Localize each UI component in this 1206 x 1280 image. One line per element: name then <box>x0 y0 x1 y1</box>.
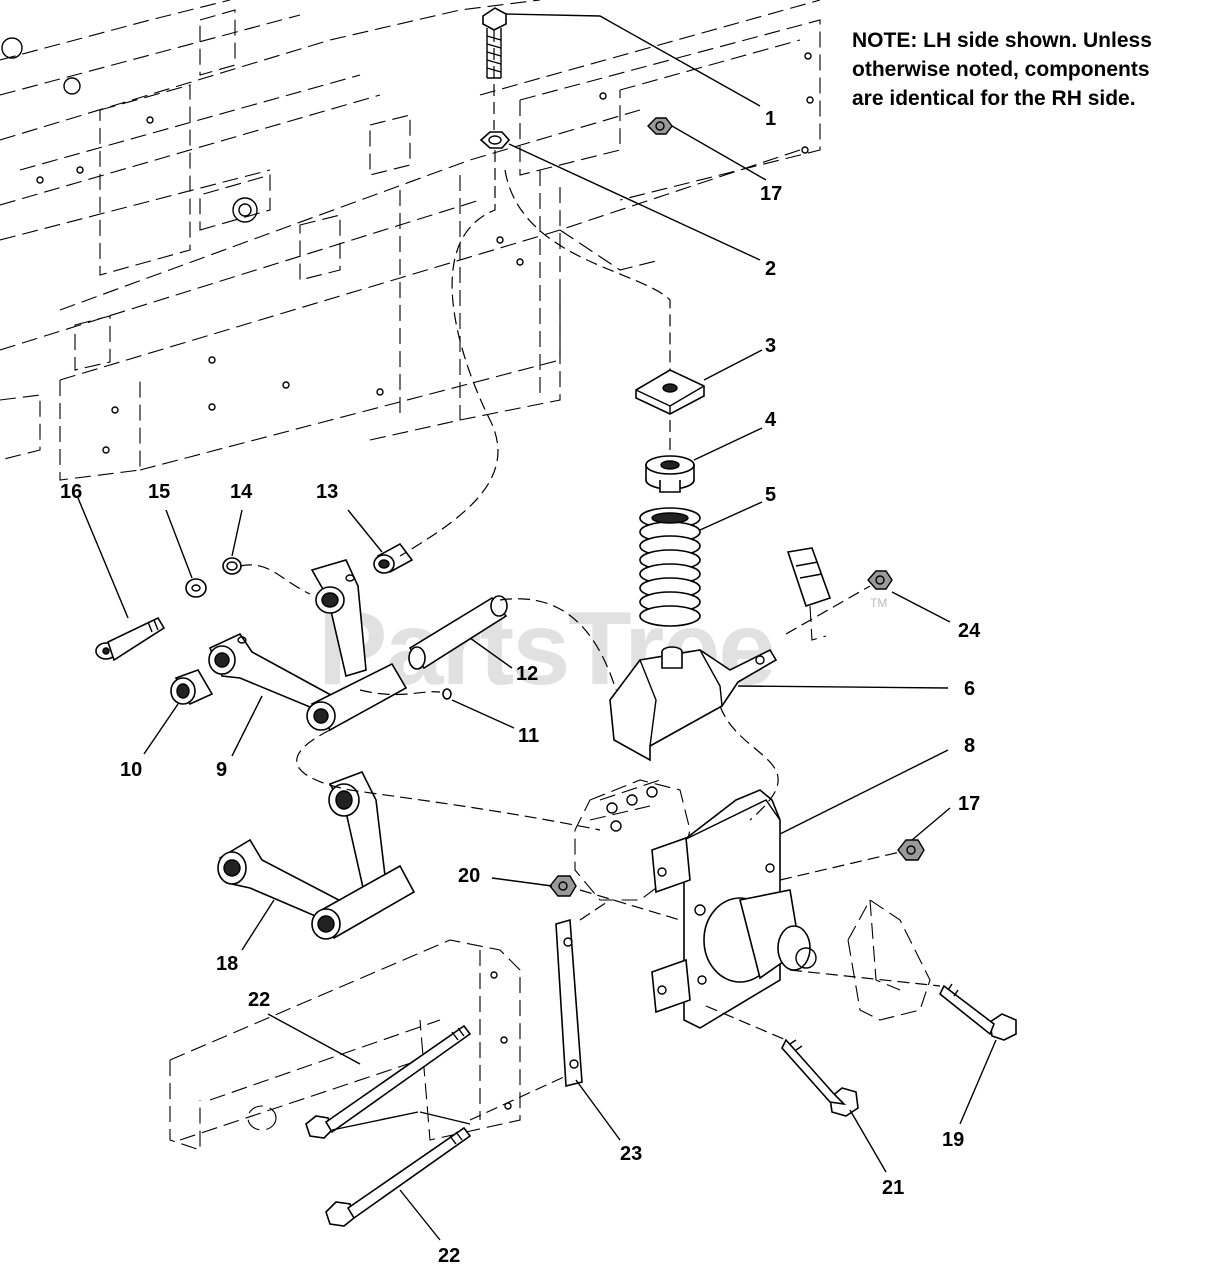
bushing-part-10 <box>170 669 214 706</box>
pivot-arm-part-18 <box>217 770 416 940</box>
note-line-1: NOTE: LH side shown. Unless <box>852 29 1152 52</box>
callout-17-lower: 17 <box>958 793 980 815</box>
bolt-part-21 <box>781 1038 859 1117</box>
spring-bracket-part-6 <box>609 646 778 762</box>
callout-16: 16 <box>60 481 82 503</box>
callout-5: 5 <box>765 484 776 506</box>
callout-18: 18 <box>216 953 238 975</box>
callout-6: 6 <box>964 678 975 700</box>
strap-part-23 <box>555 918 583 1088</box>
callout-17-upper: 17 <box>760 183 782 205</box>
note-line-3: are identical for the RH side. <box>852 87 1136 110</box>
hex-nut-part-2 <box>479 131 511 149</box>
callout-13: 13 <box>316 481 338 503</box>
callout-11: 11 <box>518 725 539 747</box>
grease-fitting-part-11 <box>442 688 452 700</box>
o-ring-part-14 <box>222 557 242 575</box>
callout-19: 19 <box>942 1129 964 1151</box>
lower-frame-ghost <box>169 939 521 1151</box>
watermark-trademark: TM <box>870 596 888 610</box>
mounting-plate-part-8 <box>651 789 817 1029</box>
note-text: NOTE: LH side shown. Unless otherwise no… <box>852 26 1202 113</box>
pin-part-12 <box>408 595 508 670</box>
square-plate-part-3 <box>635 369 705 415</box>
hex-nut-part-17-upper <box>647 117 673 135</box>
callout-22-lower: 22 <box>438 1245 460 1267</box>
callout-4: 4 <box>765 409 777 431</box>
bolt-part-22-upper <box>305 1024 472 1139</box>
callout-14: 14 <box>230 481 253 503</box>
frame-ghost <box>0 0 821 481</box>
pivot-arm-part-9 <box>208 559 408 732</box>
bolt-part-16 <box>95 616 166 662</box>
callout-10: 10 <box>120 759 142 781</box>
hex-nut-part-17-lower <box>897 839 925 861</box>
bushing-part-13 <box>373 542 414 574</box>
callout-21: 21 <box>882 1177 904 1199</box>
callout-3: 3 <box>765 335 776 357</box>
callout-12: 12 <box>516 663 538 685</box>
callout-22-upper: 22 <box>248 989 270 1011</box>
callout-9: 9 <box>216 759 227 781</box>
wheel-motor-ghost <box>574 779 691 901</box>
clip-bracket-ghost <box>786 547 832 641</box>
leader-lines <box>77 13 997 1241</box>
compression-spring-part-5 <box>639 507 701 627</box>
bolt-part-19 <box>938 983 1017 1041</box>
callout-23: 23 <box>620 1143 642 1165</box>
callout-24: 24 <box>958 620 981 642</box>
callout-numbers: 1 17 2 3 4 5 24 6 16 15 14 13 12 11 10 9… <box>60 108 981 1267</box>
assembly-paths <box>239 30 941 1131</box>
bracket-ghost-right <box>847 899 931 1021</box>
hex-nut-part-20 <box>549 875 577 897</box>
callout-20: 20 <box>458 865 480 887</box>
washer-part-15 <box>185 578 207 598</box>
hex-nut-part-24 <box>867 570 893 590</box>
callout-2: 2 <box>765 258 776 280</box>
callout-15: 15 <box>148 481 170 503</box>
spring-cap-part-4 <box>645 455 695 493</box>
callout-1: 1 <box>765 108 776 130</box>
callout-8: 8 <box>964 735 975 757</box>
note-line-2: otherwise noted, components <box>852 58 1150 81</box>
bolt-part-22-lower <box>325 1126 472 1227</box>
